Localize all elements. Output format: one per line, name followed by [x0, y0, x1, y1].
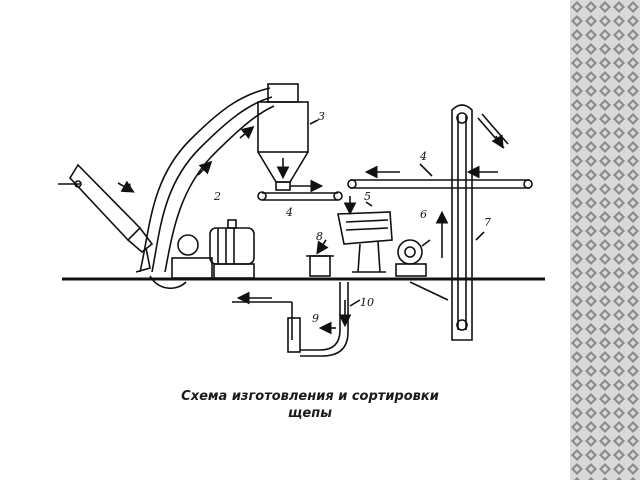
label-4-upper: 4 — [419, 150, 427, 163]
cyclone-bunker — [257, 83, 319, 191]
diagram-caption: Схема изготовления и сортировки щепы — [100, 388, 520, 422]
label-9: 9 — [312, 312, 319, 325]
label-4-lower: 4 — [285, 206, 293, 219]
feed-conveyor — [58, 163, 154, 273]
pneumatic-pipes — [139, 87, 275, 289]
belt-conveyors — [257, 163, 533, 201]
label-5: 5 — [364, 190, 371, 203]
chip-production-diagram: 1 2 3 4 4 5 6 7 8 9 10 — [58, 83, 545, 357]
label-2: 2 — [213, 190, 221, 203]
motor-fan — [395, 239, 431, 277]
bucket-elevator — [409, 104, 509, 341]
sorting-machine — [337, 196, 393, 273]
label-7: 7 — [484, 216, 491, 229]
chipper-machine — [171, 219, 255, 279]
label-6: 6 — [420, 208, 427, 221]
caption-line-1: Схема изготовления и сортировки — [181, 389, 439, 404]
label-8: 8 — [316, 230, 323, 243]
chips-container — [306, 239, 334, 277]
caption-line-2: щепы — [288, 406, 332, 421]
underground-pipes — [232, 282, 361, 357]
label-1: 1 — [126, 182, 133, 195]
label-3: 3 — [318, 110, 325, 123]
label-10: 10 — [360, 296, 374, 309]
decorative-pattern-strip — [570, 0, 640, 480]
